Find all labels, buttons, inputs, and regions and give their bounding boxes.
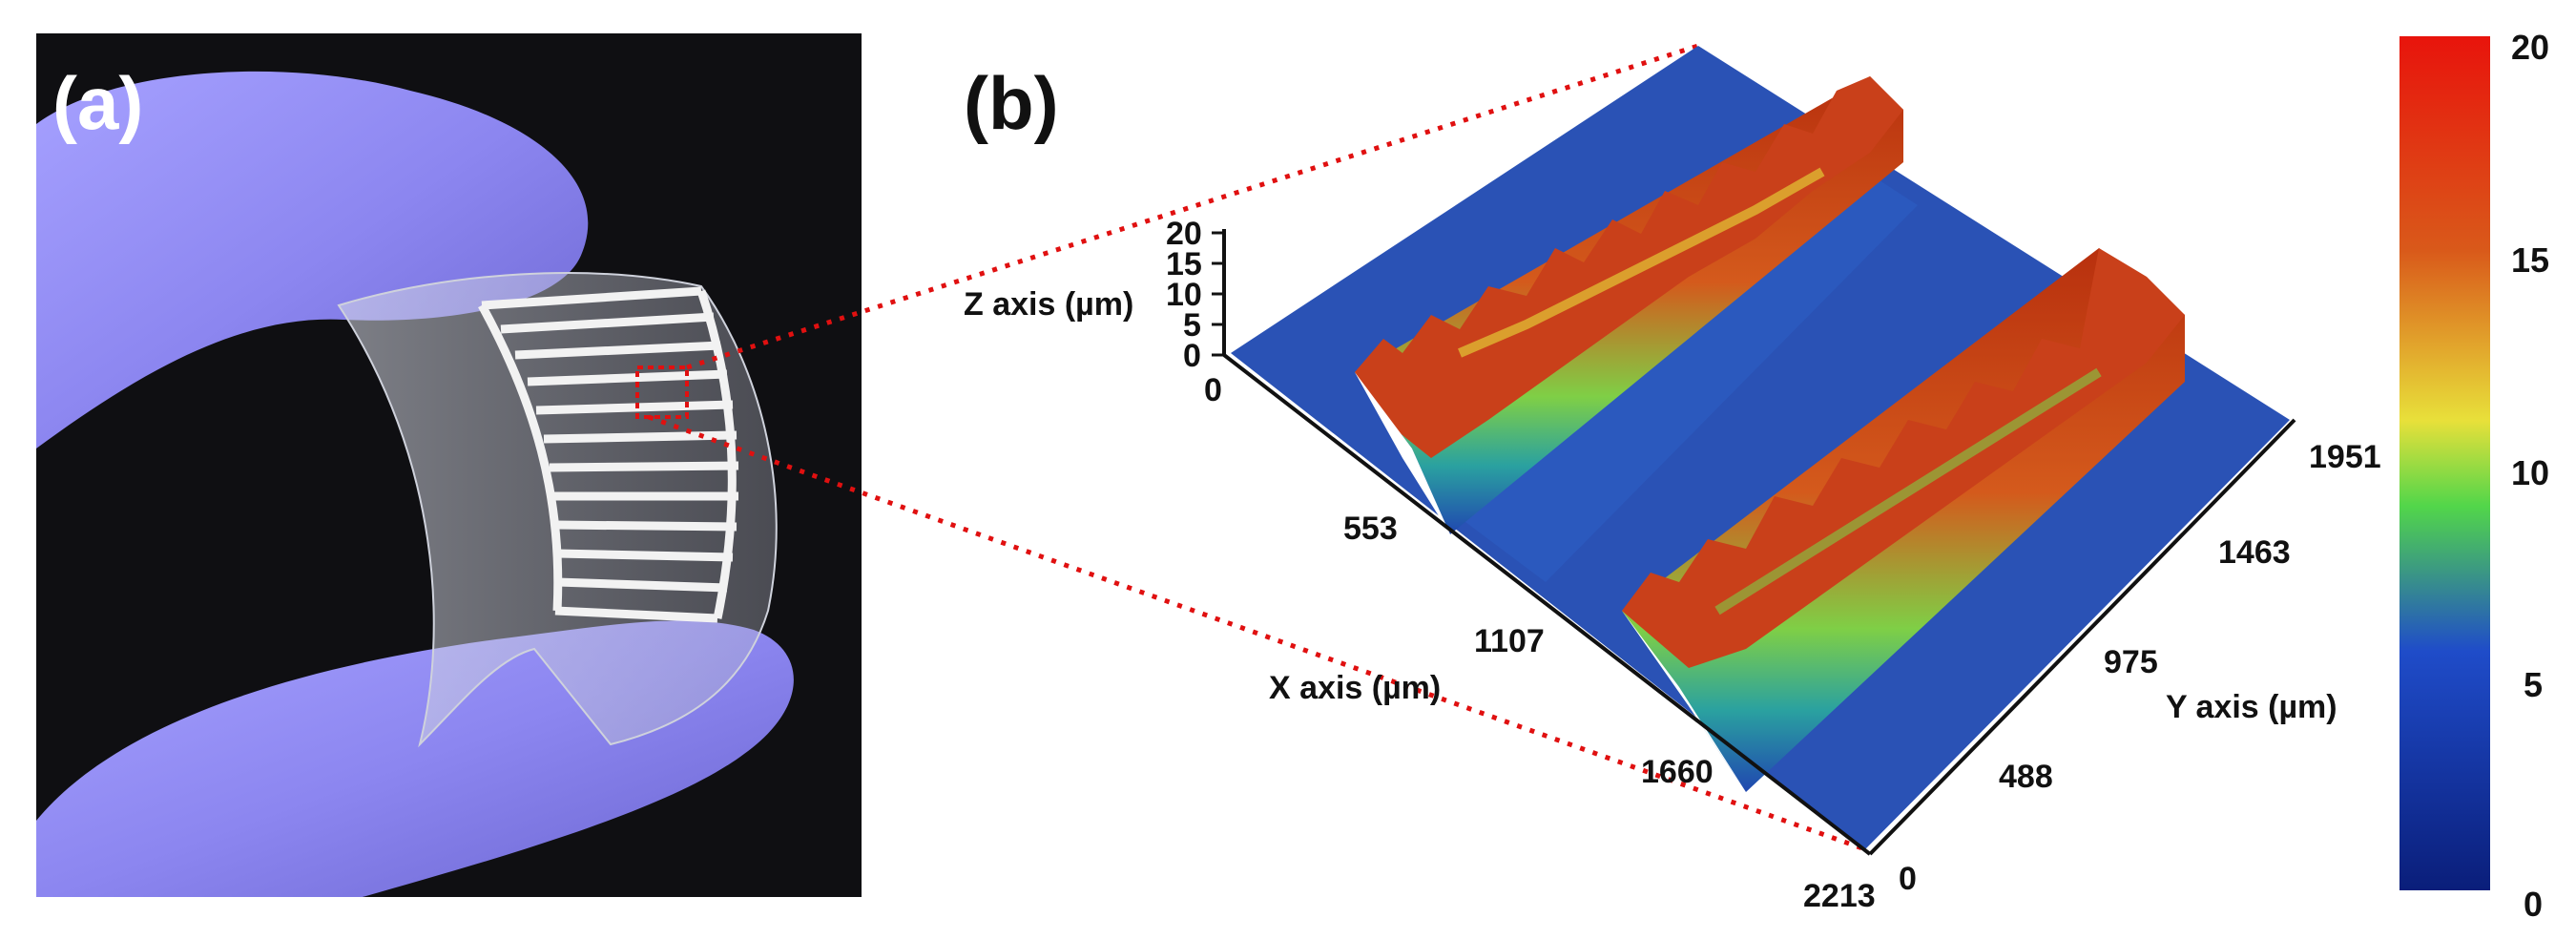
colorbar-tick-10: 10 — [2511, 453, 2549, 492]
electrode-pattern — [478, 286, 739, 623]
colorbar-tick-5: 5 — [2524, 665, 2543, 704]
z-tick-10: 10 — [1166, 277, 1202, 313]
ridge-2-speckle — [1714, 367, 2102, 616]
ridge-1-cutaway — [1355, 372, 1450, 534]
x-tick-553: 553 — [1343, 511, 1398, 547]
z-tick-5: 5 — [1183, 307, 1201, 344]
colorbar: 20 15 10 5 0 — [2399, 28, 2549, 924]
colorbar-tick-20: 20 — [2511, 28, 2549, 67]
origin-label: 0 — [1204, 372, 1222, 408]
x-tick-1107: 1107 — [1474, 623, 1545, 659]
ridge-1 — [1355, 76, 1903, 534]
axis-lines — [1222, 229, 2296, 856]
y-tick-1463: 1463 — [2218, 534, 2291, 571]
flexible-film — [337, 272, 778, 748]
x-tick-2213: 2213 — [1803, 878, 1876, 914]
ridge-2-top — [1622, 248, 2185, 668]
y-tick-975: 975 — [2104, 644, 2158, 680]
z-tick-20: 20 — [1166, 216, 1202, 252]
zoom-line-top — [686, 43, 1699, 370]
colorbar-tick-0: 0 — [2524, 885, 2543, 924]
y-tick-0: 0 — [1899, 861, 1917, 897]
x-tick-1660: 1660 — [1641, 754, 1714, 790]
zoom-line-bottom — [648, 414, 1866, 852]
ridge-1-top — [1355, 76, 1903, 458]
colorbar-gradient — [2399, 36, 2490, 890]
y-axis-label: Y axis (µm) — [2166, 689, 2337, 725]
panel-b-label: (b) — [964, 61, 1059, 145]
surface-plot: 20 15 10 5 0 Z axis (µm) 0 553 1107 1660… — [964, 46, 2381, 914]
z-tick-0: 0 — [1183, 338, 1201, 374]
surface-base-plane — [1231, 46, 2290, 849]
colorbar-tick-15: 15 — [2511, 240, 2549, 280]
z-axis-label: Z axis (µm) — [964, 286, 1133, 323]
x-axis-label: X axis (µm) — [1269, 670, 1441, 706]
glove-upper-finger — [36, 71, 589, 449]
surface-channel-shade — [1431, 143, 1918, 582]
zoom-region-box — [635, 365, 689, 419]
panel-a-label: (a) — [52, 61, 143, 145]
ridge-1-speckle — [1458, 167, 1825, 358]
y-tick-1951: 1951 — [2309, 439, 2381, 475]
z-axis-ticks — [1212, 231, 1224, 357]
y-axis-line — [1868, 418, 2296, 856]
photo-panel: (a) — [36, 33, 862, 897]
x-axis-line — [1222, 353, 1872, 856]
ridge-2 — [1622, 248, 2185, 792]
y-tick-488: 488 — [1999, 759, 2053, 795]
zoom-connector-lines — [648, 43, 1866, 852]
z-tick-15: 15 — [1166, 246, 1202, 282]
